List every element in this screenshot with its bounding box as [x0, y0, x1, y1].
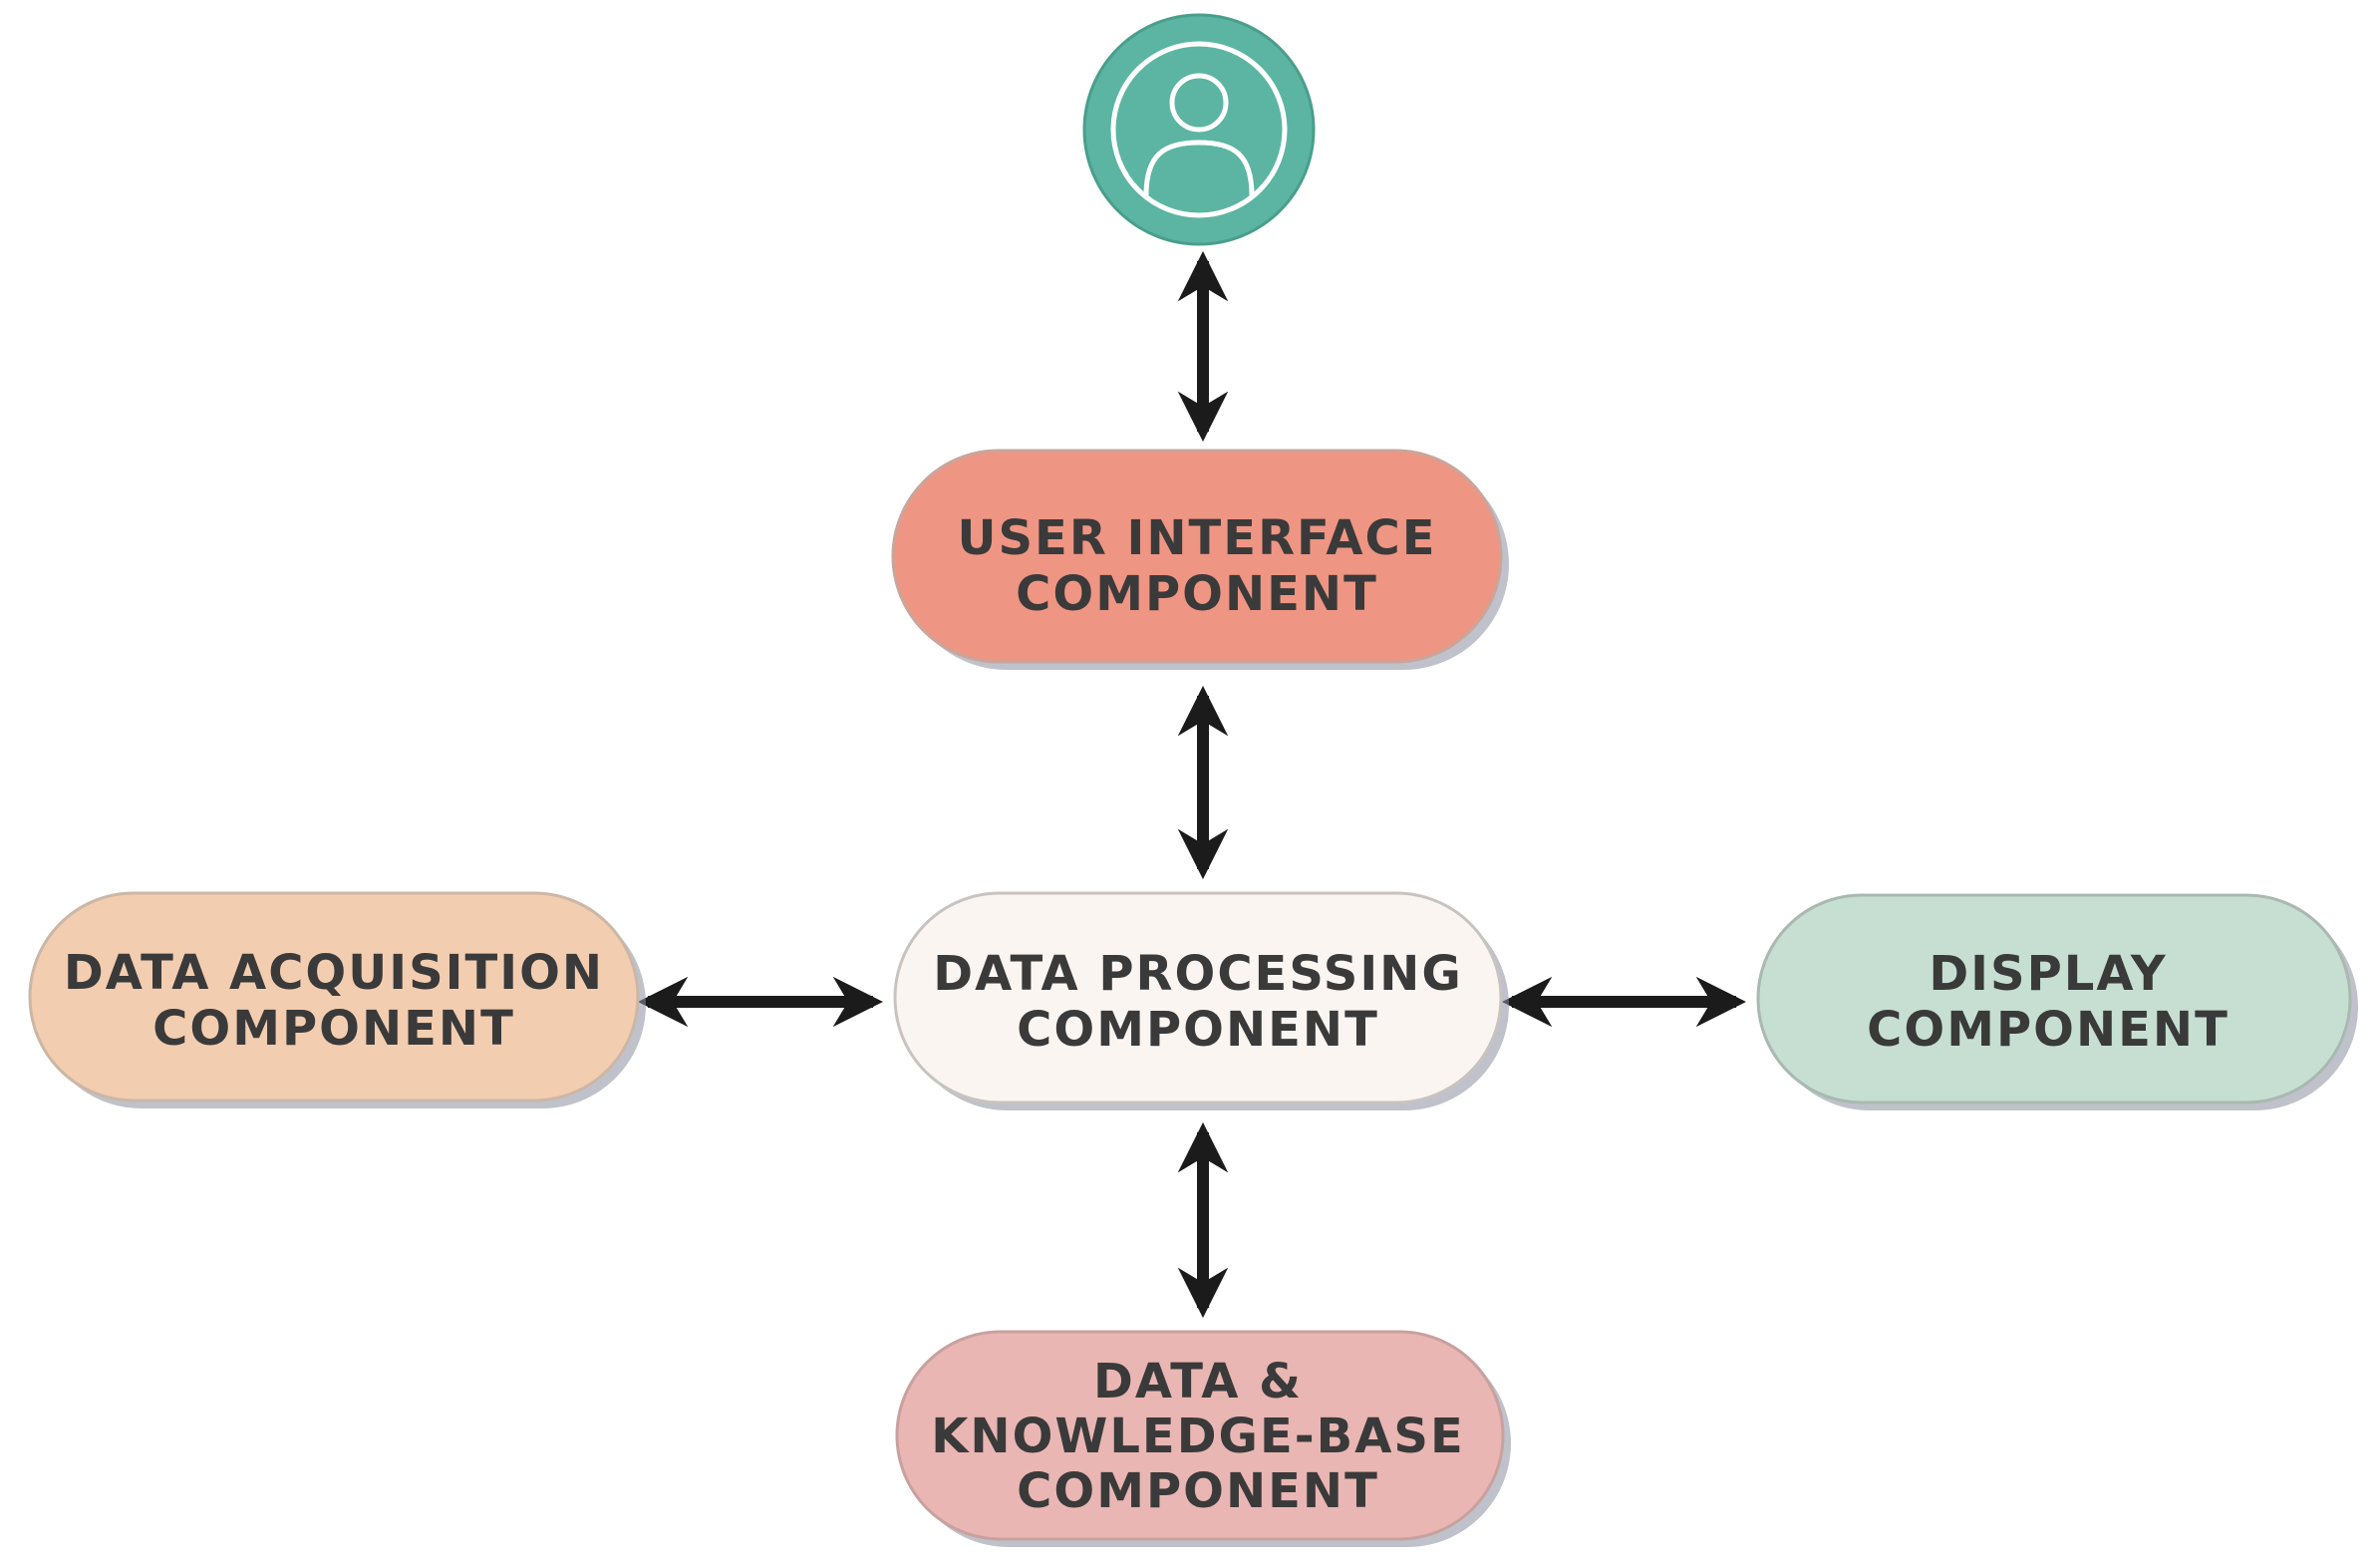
node-label-line: DATA &: [1093, 1354, 1303, 1410]
node-shape: [1756, 893, 2352, 1104]
node-label-line: COMPONENT: [1016, 566, 1378, 622]
node-label-line: COMPONENT: [1867, 1002, 2230, 1058]
user-avatar-icon: [1110, 41, 1288, 218]
data-processing-component: DATA PROCESSING COMPONENT: [893, 891, 1509, 1110]
node-label-line: USER INTERFACE: [958, 510, 1437, 566]
node-label-line: DISPLAY: [1929, 946, 2167, 1002]
node-label-line: COMPONENT: [152, 1001, 515, 1057]
node-shape: [893, 891, 1503, 1104]
user-interface-component: USER INTERFACE COMPONENT: [891, 449, 1509, 670]
node-label-line: COMPONENT: [1017, 1002, 1379, 1058]
display-component: DISPLAY COMPONENT: [1756, 893, 2358, 1110]
node-label-line: DATA PROCESSING: [933, 946, 1463, 1002]
node-label-line: DATA ACQUISITION: [64, 945, 604, 1001]
node-label-line: KNOWLEDGE-BASE: [931, 1409, 1465, 1464]
data-acquisition-component: DATA ACQUISITION COMPONENT: [28, 891, 646, 1108]
node-label-line: COMPONENT: [1017, 1463, 1379, 1519]
node-shape: [891, 449, 1503, 664]
connection-arrows: [637, 250, 1747, 1319]
node-shape: [895, 1330, 1505, 1541]
node-shape: [28, 891, 640, 1102]
user-avatar: [1082, 13, 1316, 246]
knowledge-base-component: DATA & KNOWLEDGE-BASE COMPONENT: [895, 1330, 1511, 1547]
